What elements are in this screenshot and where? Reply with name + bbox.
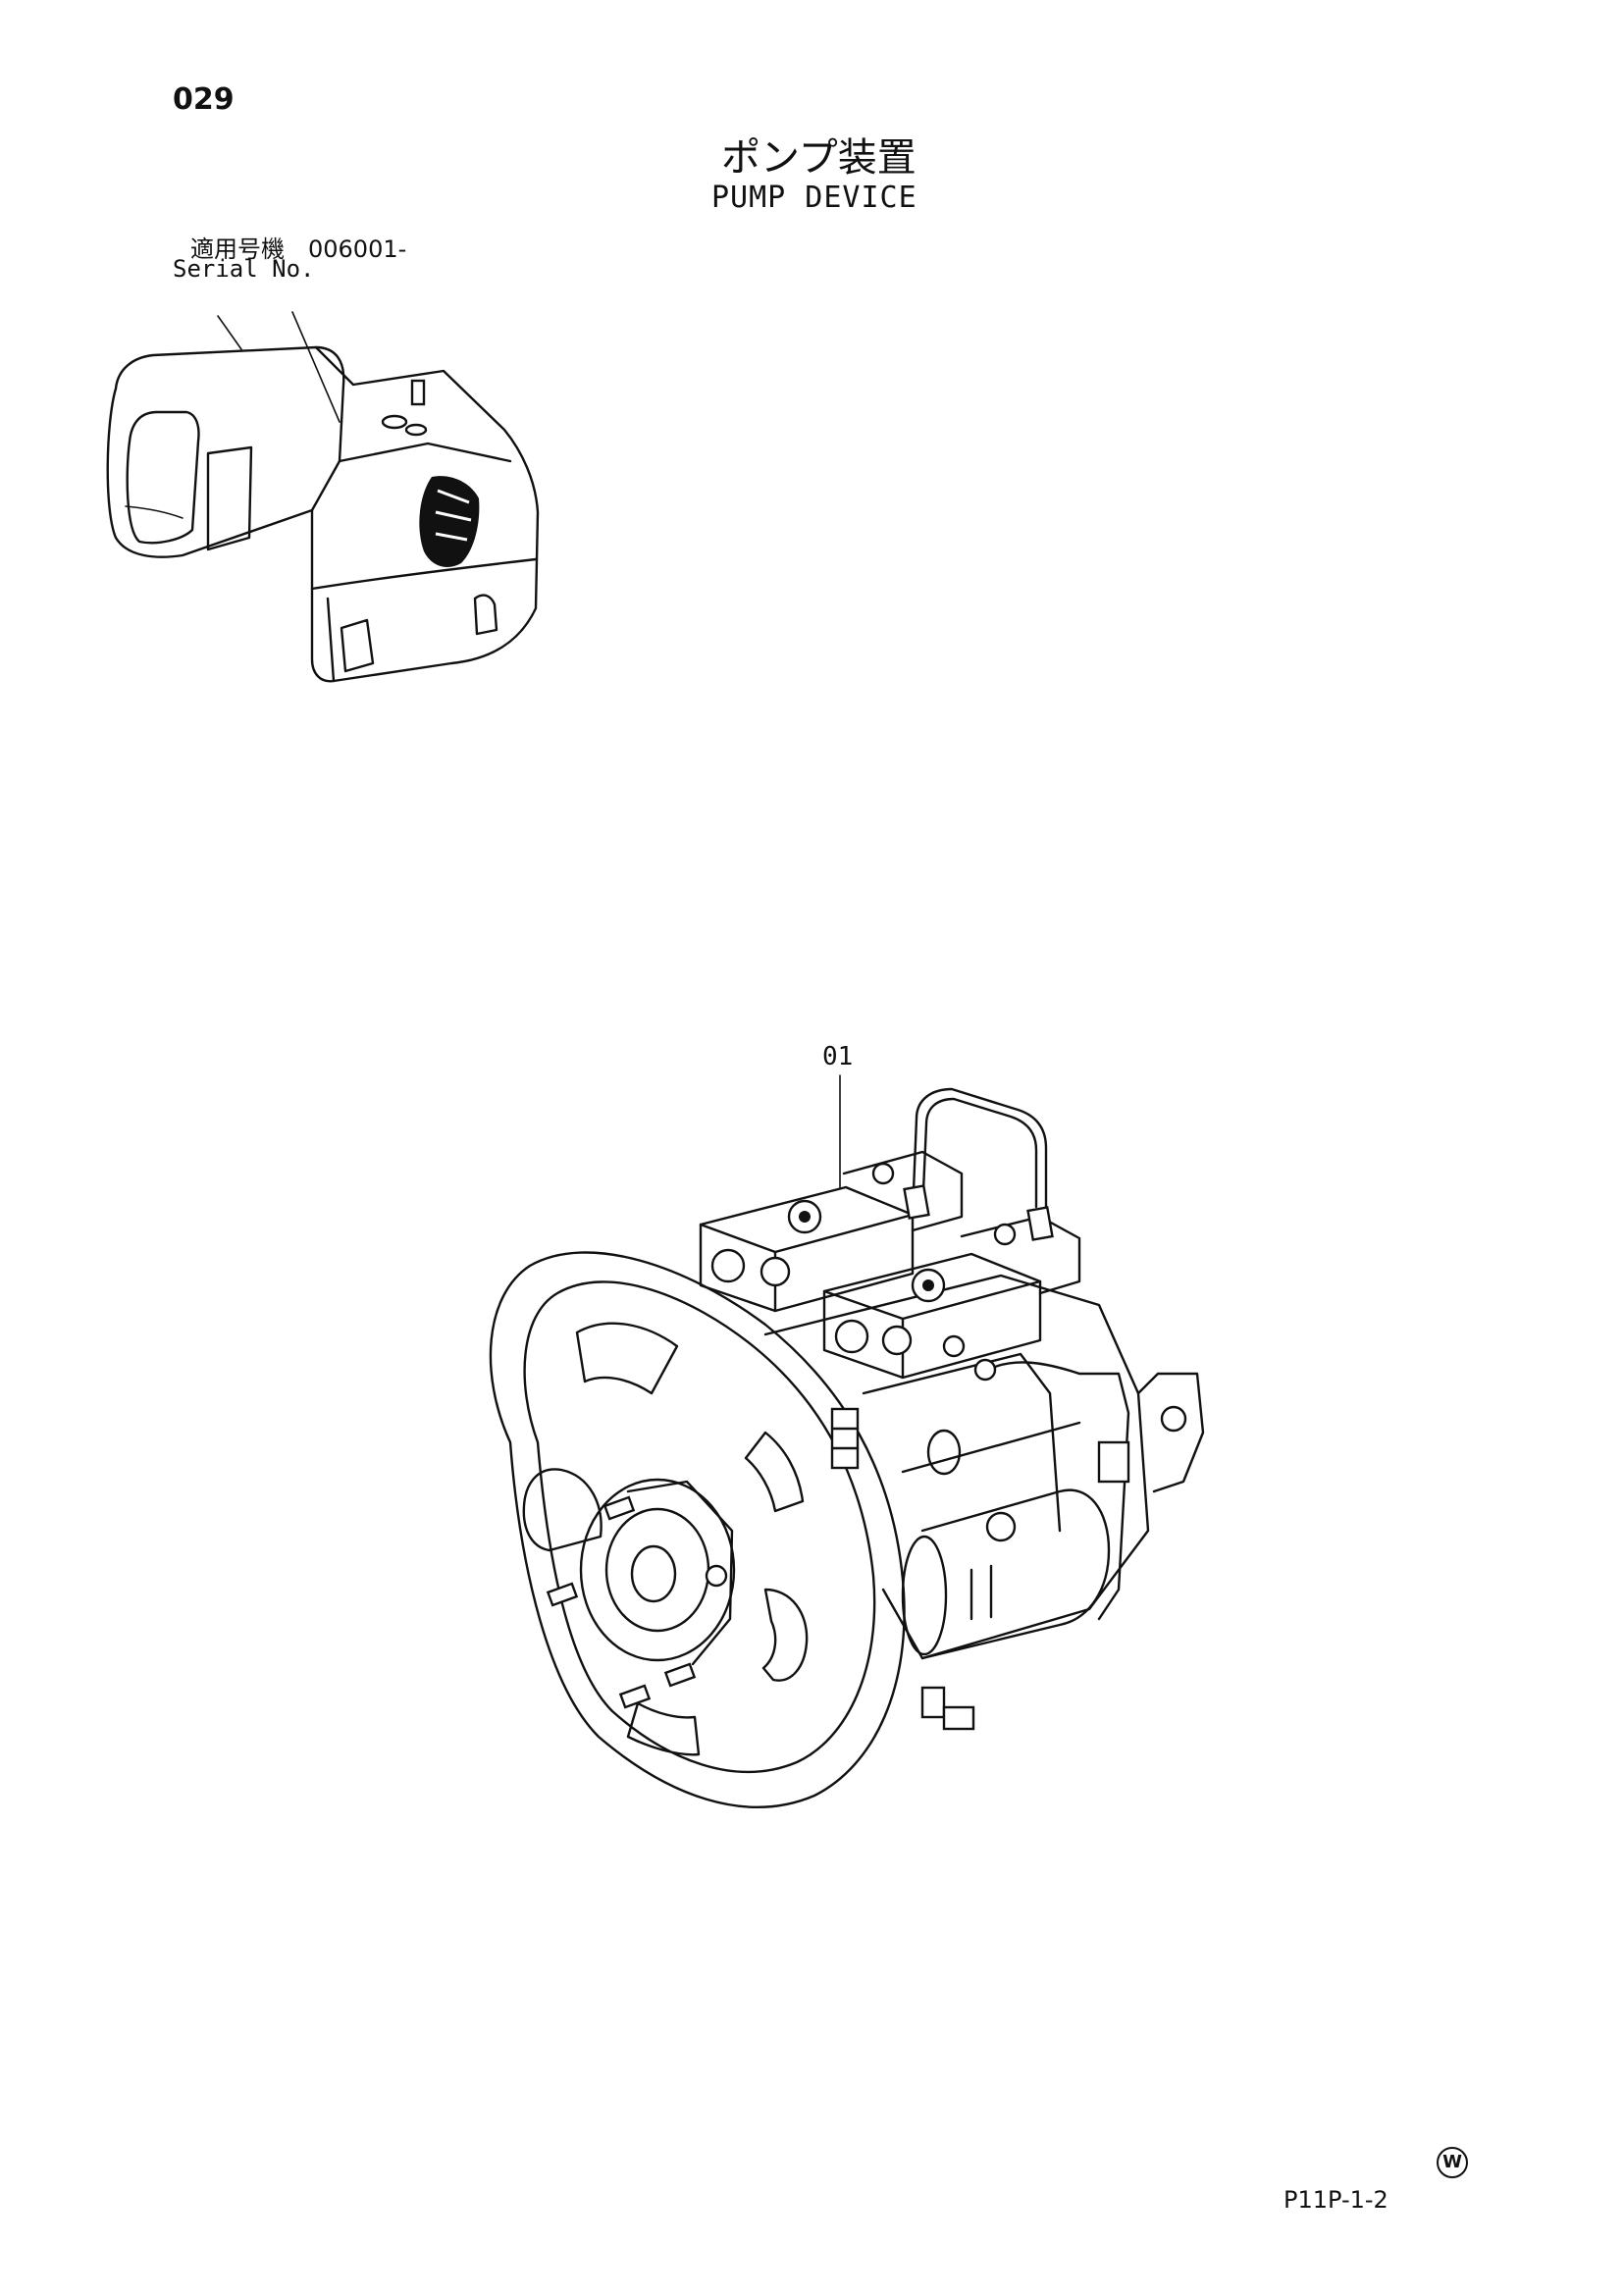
figure-reference-id: P11P-1-2: [1283, 2186, 1388, 2214]
page-title-english: PUMP DEVICE: [711, 181, 917, 215]
page-number: 029: [173, 82, 235, 117]
serial-applicability-english: Serial No.: [173, 255, 315, 283]
w-mark-icon: W: [1437, 2147, 1468, 2178]
callout-label-01: 01: [822, 1042, 854, 1071]
serial-applicability-japanese: 適用号機 006001-: [190, 235, 407, 263]
page-title-japanese: ポンプ装置: [721, 135, 917, 181]
